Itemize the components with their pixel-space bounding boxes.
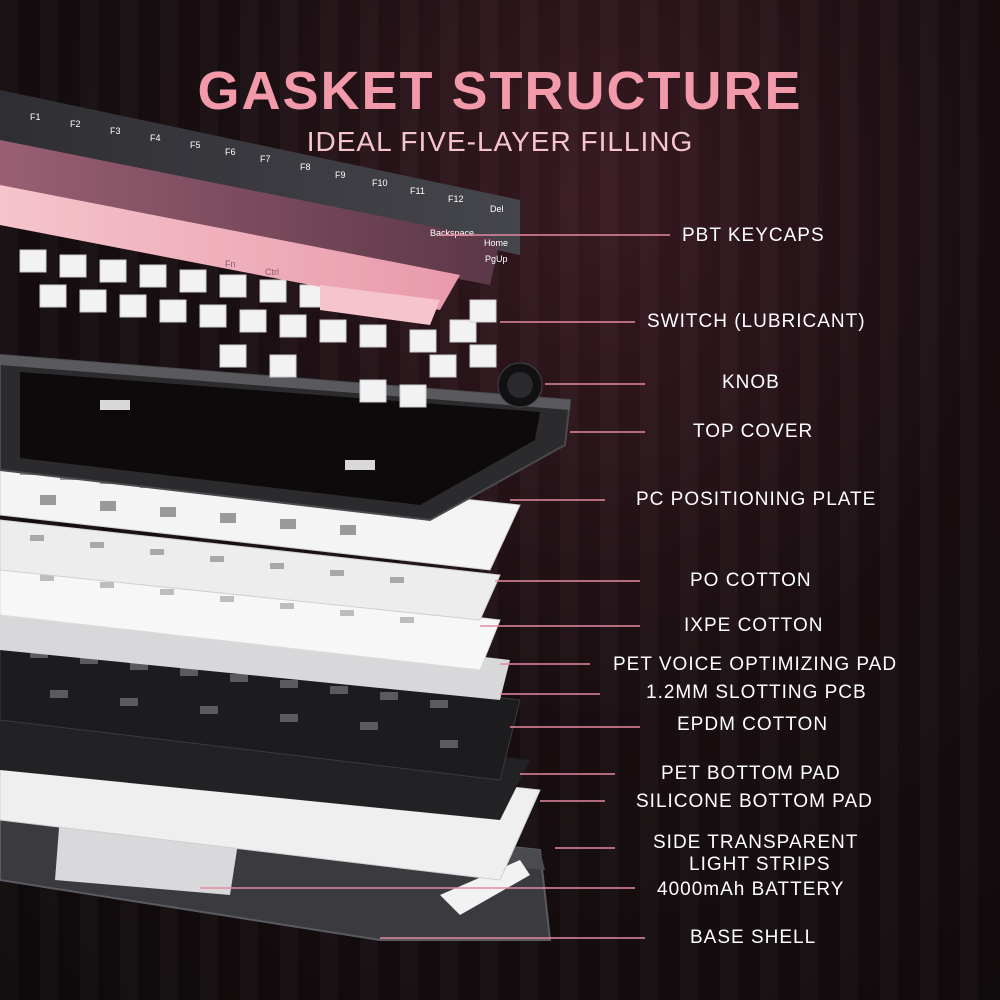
svg-text:F9: F9 xyxy=(335,170,346,180)
label-pet-bottom-pad: PET BOTTOM PAD xyxy=(661,763,841,784)
svg-text:F2: F2 xyxy=(70,119,81,129)
label-epdm-cotton: EPDM COTTON xyxy=(677,714,829,735)
svg-text:F5: F5 xyxy=(190,140,201,150)
svg-text:F3: F3 xyxy=(110,126,121,136)
svg-text:F10: F10 xyxy=(372,178,388,188)
page-title: GASKET STRUCTURE xyxy=(197,61,803,121)
svg-text:Fn: Fn xyxy=(225,259,236,269)
svg-text:F8: F8 xyxy=(300,162,311,172)
svg-text:F7: F7 xyxy=(260,154,271,164)
label-light-strips-line1: SIDE TRANSPARENT xyxy=(653,832,859,853)
label-knob: KNOB xyxy=(722,372,780,393)
svg-text:PgUp: PgUp xyxy=(485,254,508,264)
label-pc-plate: PC POSITIONING PLATE xyxy=(636,489,877,510)
label-pet-voice-pad: PET VOICE OPTIMIZING PAD xyxy=(613,654,898,675)
svg-text:F4: F4 xyxy=(150,133,161,143)
keycap-legends: F1 F2 F3 F4 F5 F6 F7 F8 F9 F10 F11 F12 D… xyxy=(30,112,508,277)
label-pcb: 1.2MM SLOTTING PCB xyxy=(646,682,867,703)
svg-text:Backspace: Backspace xyxy=(430,228,474,238)
svg-text:Home: Home xyxy=(484,238,508,248)
leader-lines xyxy=(200,234,670,939)
svg-text:Ctrl: Ctrl xyxy=(265,267,279,277)
po-cotton-layer xyxy=(0,519,501,621)
label-ixpe-cotton: IXPE COTTON xyxy=(684,615,824,636)
keycap-layer xyxy=(0,90,520,325)
svg-text:Del: Del xyxy=(490,204,504,214)
label-po-cotton: PO COTTON xyxy=(690,570,812,591)
label-switch: SWITCH (LUBRICANT) xyxy=(647,311,866,332)
label-silicone-pad: SILICONE BOTTOM PAD xyxy=(636,791,873,812)
keycap-f1: F1 xyxy=(30,112,41,122)
svg-text:F11: F11 xyxy=(410,186,425,196)
label-light-strips-line2: LIGHT STRIPS xyxy=(689,854,831,875)
label-pbt-keycaps: PBT KEYCAPS xyxy=(682,225,825,246)
svg-text:F6: F6 xyxy=(225,147,236,157)
page-subtitle: IDEAL FIVE-LAYER FILLING xyxy=(306,126,694,157)
knob xyxy=(497,362,543,408)
svg-text:F12: F12 xyxy=(448,194,464,204)
label-battery: 4000mAh BATTERY xyxy=(657,879,845,900)
label-top-cover: TOP COVER xyxy=(693,421,814,442)
label-base-shell: BASE SHELL xyxy=(690,927,817,948)
